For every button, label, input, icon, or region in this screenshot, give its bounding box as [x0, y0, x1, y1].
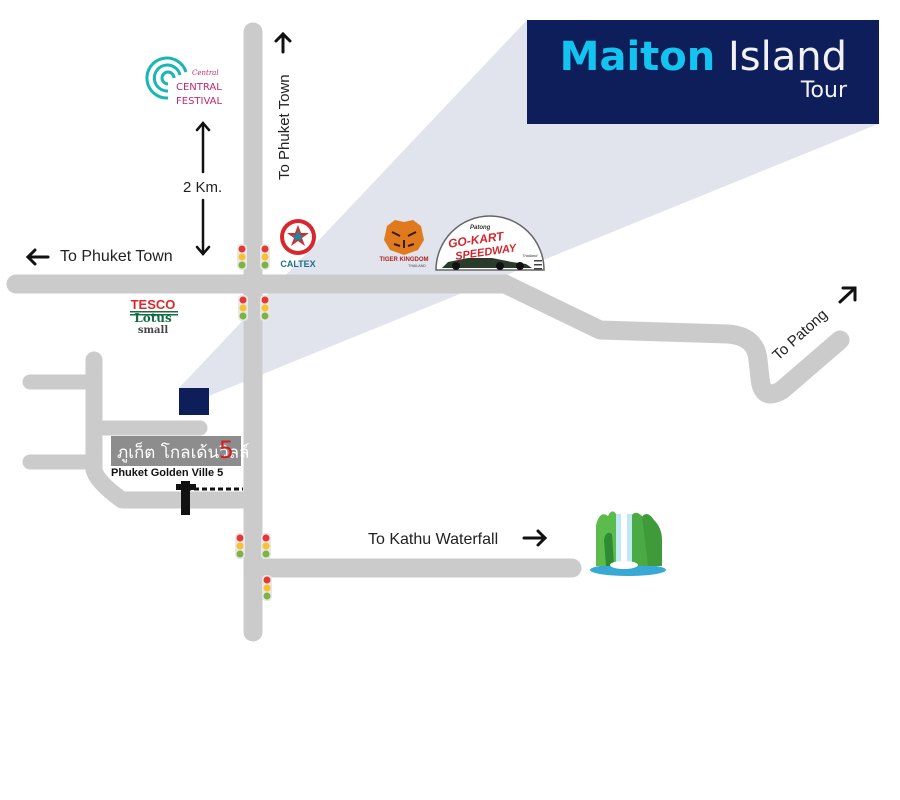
label-to-kathu-waterfall: To Kathu Waterfall	[368, 531, 498, 548]
label-to-phuket-town-north: To Phuket Town	[276, 74, 293, 180]
traffic-light-icon	[260, 244, 270, 270]
central-text: CENTRAL	[176, 82, 222, 93]
traffic-light-icon	[261, 533, 271, 559]
traffic-light-icon	[238, 295, 248, 321]
small-text: small	[138, 325, 168, 336]
road-west-branch	[85, 351, 252, 509]
tiger-sub-text: THAILAND	[408, 264, 426, 268]
title-light: Island	[727, 34, 847, 80]
tiger-logo-icon: TIGER KINGDOM THAILAND	[380, 220, 429, 268]
traffic-lights	[235, 244, 272, 601]
golden-ville-number: 5	[218, 436, 234, 464]
traffic-light-icon	[235, 533, 245, 559]
waterfall-icon	[590, 511, 666, 576]
road-to-patong	[495, 274, 850, 404]
lotus-text: Lotus	[134, 311, 172, 325]
entrance-gate-icon	[176, 481, 243, 515]
title-bold: Maiton	[559, 34, 716, 80]
tiger-text: TIGER KINGDOM	[380, 257, 429, 263]
arrow-right-icon	[522, 529, 548, 547]
golden-ville-thai: ภูเก็ต โกลเด้นวิลล์	[117, 443, 250, 463]
location-marker-icon[interactable]	[179, 388, 209, 415]
title-main: Maiton Island	[560, 34, 847, 80]
title-banner: Maiton Island Tour	[527, 20, 879, 124]
festival-text: FESTIVAL	[176, 96, 223, 107]
gokart-logo-icon: Patong GO-KART SPEEDWAY Thailand	[435, 215, 545, 271]
tesco-text: TESCO	[131, 297, 176, 312]
central-small-text: Central	[192, 69, 219, 77]
arrow-left-icon	[25, 248, 50, 266]
central-logo-icon: Central CENTRAL FESTIVAL	[145, 56, 223, 107]
caltex-logo-icon: CALTEX	[280, 219, 316, 269]
gokart-sub-text: Thailand	[522, 253, 538, 258]
traffic-light-icon	[237, 244, 247, 270]
arrow-diag-icon	[838, 286, 857, 304]
traffic-light-icon	[262, 575, 272, 601]
arrow-up-icon	[274, 31, 292, 54]
golden-ville-sign: ภูเก็ต โกลเด้นวิลล์ 5	[111, 436, 249, 466]
caltex-text: CALTEX	[280, 259, 315, 269]
title-sub: Tour	[800, 78, 847, 103]
roads	[6, 22, 850, 642]
golden-ville-english: Phuket Golden Ville 5	[111, 467, 224, 479]
label-distance: 2 Km.	[183, 179, 222, 196]
traffic-light-icon	[260, 295, 270, 321]
gokart-top-text: Patong	[470, 225, 491, 231]
double-arrow-icon	[195, 121, 211, 256]
tesco-logo-icon: TESCO Lotus small	[130, 297, 178, 336]
label-to-phuket-town-west: To Phuket Town	[60, 248, 173, 265]
